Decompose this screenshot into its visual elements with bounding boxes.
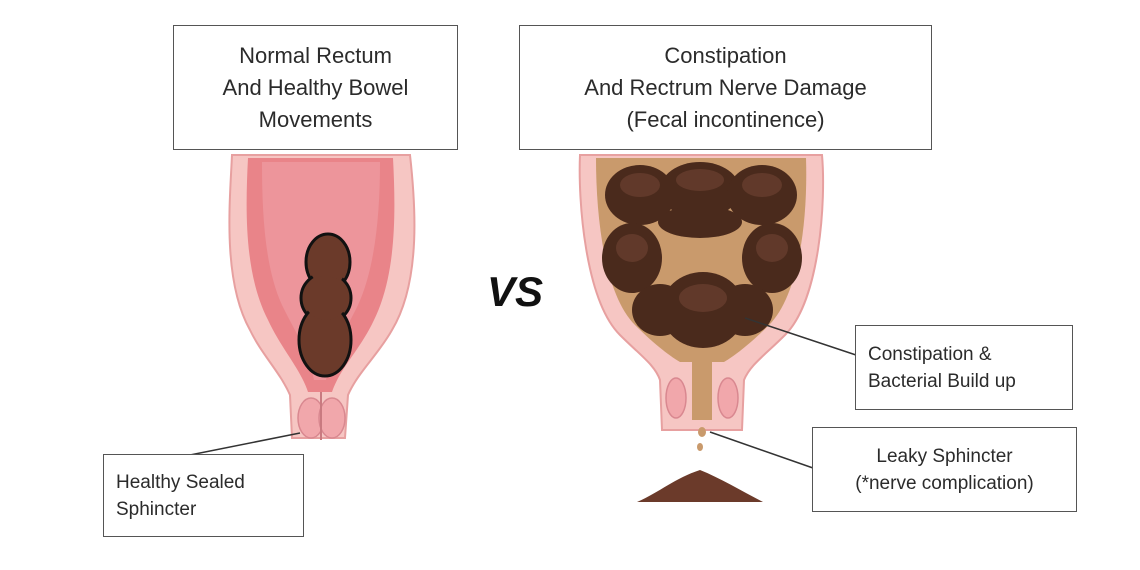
- stool-pile: [637, 470, 763, 502]
- title-line: Constipation: [664, 42, 787, 68]
- label-line: Bacterial Build up: [868, 370, 1016, 392]
- leaky-sphincter-right: [717, 377, 739, 419]
- constipation-title: Constipation And Rectrum Nerve Damage (F…: [519, 25, 932, 150]
- vs-label: VS: [487, 268, 544, 315]
- title-line: And Healthy Bowel: [222, 74, 409, 100]
- label-line: (*nerve complication): [855, 472, 1034, 494]
- healthy-sphincter-right: [318, 397, 346, 439]
- label-line: Sphincter: [116, 498, 197, 520]
- label-line: Leaky Sphincter: [876, 445, 1013, 467]
- title-line: (Fecal incontinence): [626, 106, 825, 132]
- leaky-sphincter-label: Leaky Sphincter (*nerve complication): [812, 427, 1077, 512]
- normal-rectum-title: Normal Rectum And Healthy Bowel Movement…: [173, 25, 458, 150]
- label-line: Constipation &: [868, 343, 992, 365]
- healthy-sphincter-label: Healthy Sealed Sphincter: [103, 454, 304, 537]
- title-line: Movements: [258, 106, 373, 132]
- leaky-sphincter-left: [665, 377, 687, 419]
- title-line: Normal Rectum: [239, 42, 392, 68]
- normal-rectum-illustration: [184, 154, 416, 457]
- constipation-label: Constipation & Bacterial Build up: [855, 325, 1073, 410]
- label-line: Healthy Sealed: [116, 471, 245, 493]
- constipated-rectum-illustration: [578, 154, 857, 502]
- normal-stool: [297, 232, 353, 378]
- title-line: And Rectrum Nerve Damage: [584, 74, 867, 100]
